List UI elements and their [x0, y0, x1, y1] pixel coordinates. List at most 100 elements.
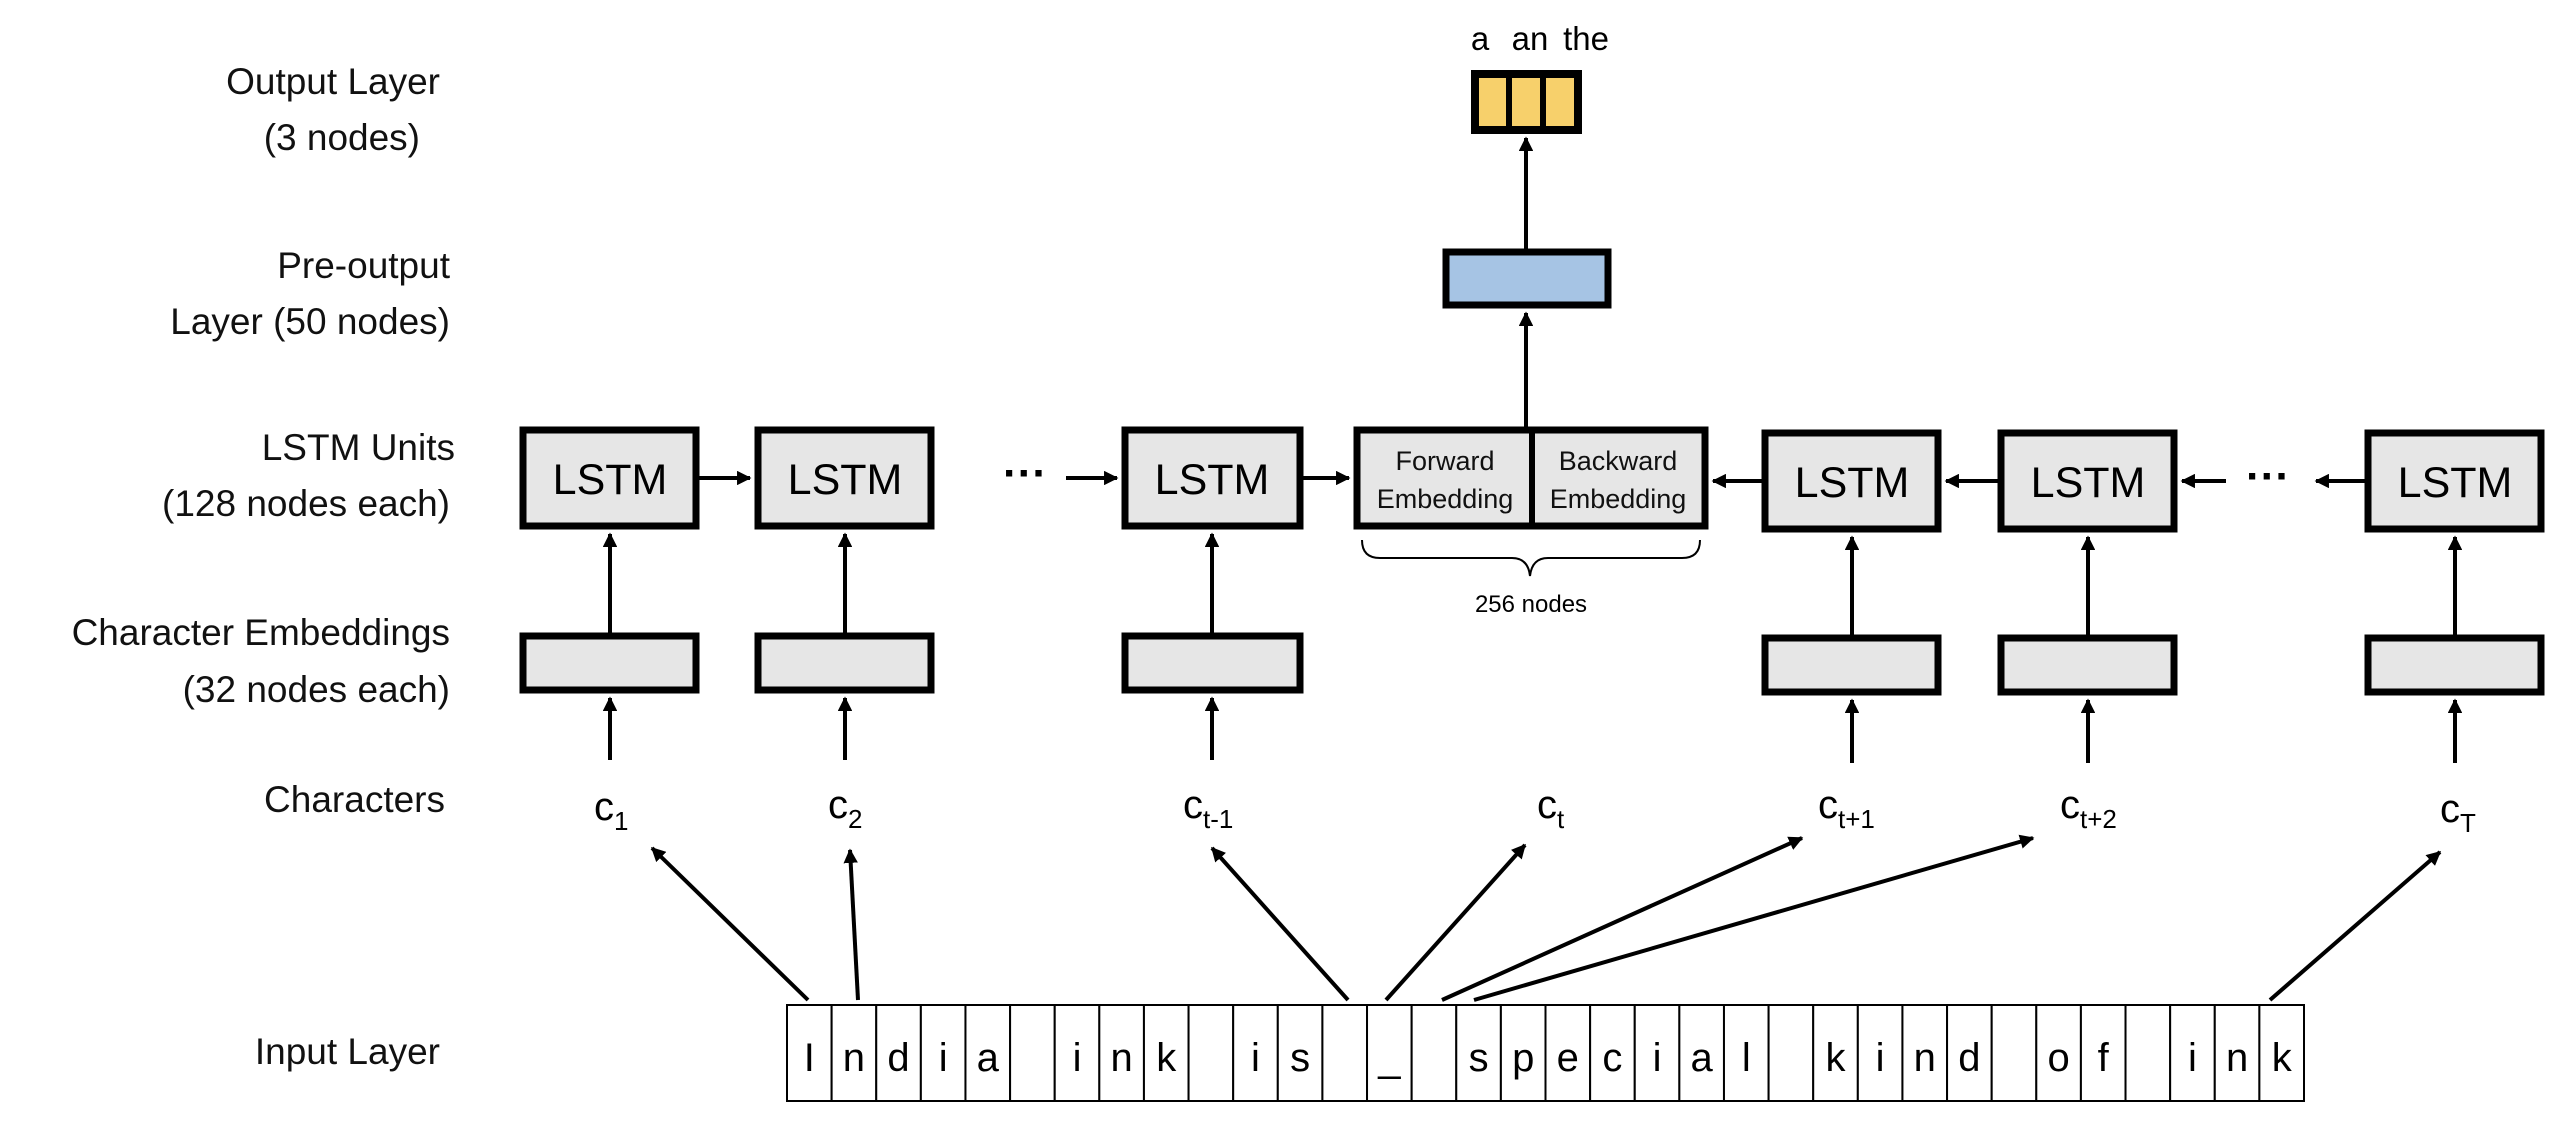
- output-layer-label-line2: (3 nodes): [264, 117, 420, 158]
- char-ct: ct: [1537, 783, 1565, 834]
- input-char-box: [2258, 1004, 2305, 1102]
- input-char-box: [1142, 1004, 1190, 1102]
- input-char-label: k: [2272, 1036, 2293, 1080]
- input-char-label: i: [939, 1036, 948, 1080]
- input-char-label: i: [1251, 1036, 1260, 1080]
- input-char-cell: n: [1098, 1004, 1145, 1102]
- input-char-box: [2169, 1004, 2216, 1102]
- input-char-cell: k: [1812, 1004, 1859, 1102]
- input-char-cell: n: [830, 1004, 878, 1102]
- embedding-brace: [1361, 539, 1701, 577]
- char-embedding-box-t-1: [1121, 632, 1304, 694]
- input-char-box: [1366, 1004, 1413, 1102]
- arrow-input-to-cT: [2268, 850, 2442, 1002]
- input-char-box: [1276, 1004, 1324, 1102]
- backward-embedding-label-line1: Backward: [1559, 446, 1678, 476]
- input-char-label: o: [2047, 1036, 2069, 1080]
- input-char-cell: c: [1589, 1004, 1636, 1102]
- lstm-unit-1: LSTM: [519, 426, 700, 530]
- input-char-box: [2124, 1004, 2172, 1102]
- output-layer-box: [1471, 70, 1582, 134]
- lstm-unit-T: LSTM: [2364, 429, 2545, 533]
- input-char-label: n: [1111, 1036, 1133, 1080]
- input-char-box: [1990, 1004, 2038, 1102]
- preoutput-layer-box: [1442, 248, 1612, 309]
- preoutput-layer-label-line1: Pre-output: [277, 245, 450, 286]
- preoutput-layer-label-line2: Layer (50 nodes): [170, 301, 450, 342]
- input-char-box: [1187, 1004, 1235, 1102]
- input-char-box: [1098, 1004, 1145, 1102]
- lstm-label: LSTM: [553, 456, 668, 504]
- input-char-cell: f: [2079, 1004, 2127, 1102]
- lstm-layer-label-line2: (128 nodes each): [162, 483, 450, 524]
- char-embedding-box-2: [754, 632, 935, 694]
- backward-embedding-label-line2: Embedding: [1550, 484, 1687, 514]
- input-char-label: a: [977, 1036, 1000, 1080]
- char-emb-layer-label-line2: (32 nodes each): [183, 669, 450, 710]
- ellipsis-backward: ···: [2246, 452, 2290, 501]
- input-char-box: [1053, 1004, 1101, 1102]
- input-char-box: [875, 1004, 922, 1102]
- output-layer-label-line1: Output Layer: [226, 61, 440, 102]
- input-char-label: k: [1826, 1036, 1847, 1080]
- characters-layer-label: Characters: [264, 779, 445, 820]
- char-ct+2: ct+2: [2060, 783, 2117, 834]
- lstm-unit-2: LSTM: [754, 426, 935, 530]
- char-c2: c2: [828, 783, 862, 834]
- input-char-label: e: [1557, 1036, 1579, 1080]
- input-char-label: i: [2188, 1036, 2197, 1080]
- input-char-label: a: [1691, 1036, 1714, 1080]
- input-char-cell: [1410, 1004, 1458, 1102]
- lstm-layer-label-line1: LSTM Units: [262, 427, 455, 468]
- input-char-label: n: [2226, 1036, 2248, 1080]
- input-char-box: [1455, 1004, 1502, 1102]
- input-char-cell: [1990, 1004, 2038, 1102]
- input-char-cell: i: [2169, 1004, 2216, 1102]
- input-char-cell: a: [964, 1004, 1012, 1102]
- lstm-unit-t+1: LSTM: [1761, 429, 1942, 533]
- input-char-label: l: [1742, 1036, 1751, 1080]
- input-char-cell: i: [1856, 1004, 1904, 1102]
- input-char-box: [919, 1004, 967, 1102]
- input-char-label: s: [1290, 1036, 1310, 1080]
- input-char-box: [1856, 1004, 1904, 1102]
- output-label-the: the: [1563, 20, 1609, 57]
- char-embedding-box-1: [519, 632, 700, 694]
- output-label-a: a: [1471, 20, 1490, 57]
- char-emb-layer-label-line1: Character Embeddings: [72, 612, 450, 653]
- input-char-box: [1410, 1004, 1458, 1102]
- ellipsis-forward: ···: [1003, 449, 1047, 498]
- input-char-cell: i: [1053, 1004, 1101, 1102]
- forward-embedding-label-line2: Embedding: [1377, 484, 1514, 514]
- input-char-cell: i: [1633, 1004, 1681, 1102]
- lstm-box: [1121, 426, 1304, 530]
- input-char-cell: s: [1276, 1004, 1324, 1102]
- lstm-label: LSTM: [2031, 459, 2146, 507]
- input-char-box: [1633, 1004, 1681, 1102]
- arrow-input-to-ct+1: [1441, 836, 1804, 1002]
- arrow-input-to-c2: [843, 848, 860, 1001]
- input-char-label: I: [804, 1036, 815, 1080]
- input-char-cell: k: [2258, 1004, 2305, 1102]
- input-char-box: [1544, 1004, 1592, 1102]
- input-char-label: p: [1512, 1036, 1534, 1080]
- input-char-cell: [1009, 1004, 1056, 1102]
- input-char-label: _: [1377, 1036, 1401, 1080]
- input-char-cell: k: [1142, 1004, 1190, 1102]
- input-char-label: k: [1156, 1036, 1177, 1080]
- lstm-unit-t-1: LSTM: [1121, 426, 1304, 530]
- char-ct-1: ct-1: [1183, 783, 1233, 834]
- lstm-label: LSTM: [1155, 456, 1270, 504]
- input-char-box: [786, 1004, 833, 1102]
- input-char-label: i: [1876, 1036, 1885, 1080]
- input-char-box: [1678, 1004, 1725, 1102]
- input-char-cell: [1767, 1004, 1815, 1102]
- input-char-cell: d: [1946, 1004, 1993, 1102]
- input-char-label: d: [1958, 1036, 1980, 1080]
- input-char-box: [1812, 1004, 1859, 1102]
- arrow-input-to-ct: [1384, 843, 1527, 1002]
- input-char-label: i: [1653, 1036, 1662, 1080]
- lstm-label: LSTM: [788, 456, 903, 504]
